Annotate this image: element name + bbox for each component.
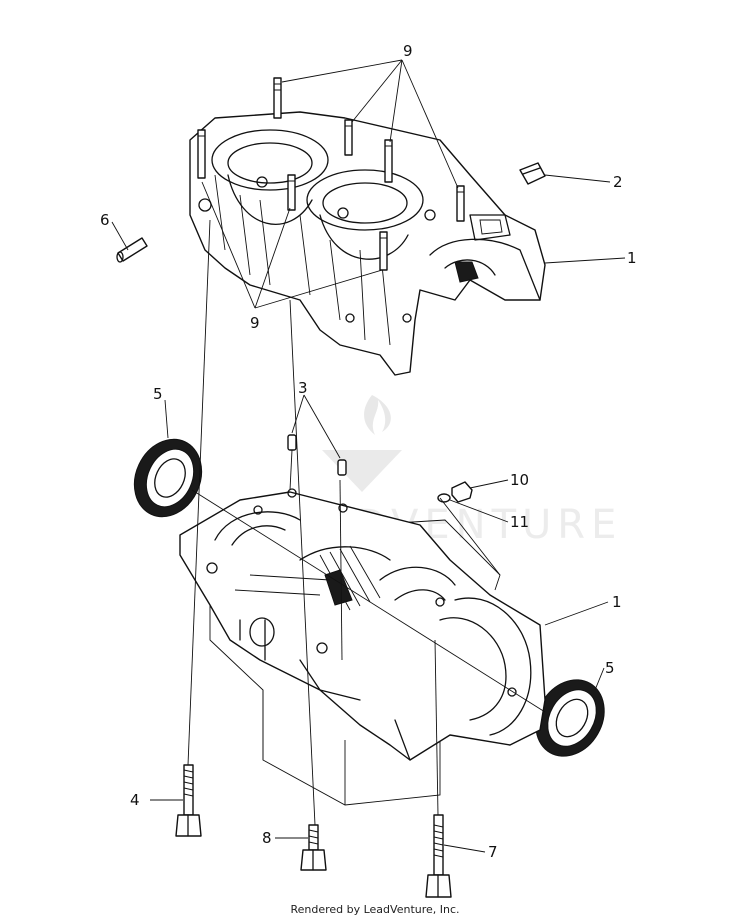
callout-8: 8 [262,829,272,847]
callout-1-lower: 1 [612,593,622,611]
assembly-lines [187,219,546,826]
bolt-7 [425,814,452,898]
bolt-4 [175,764,202,837]
oil-seal-left [133,438,203,518]
upper-crankcase [189,111,546,376]
callout-3: 3 [298,379,308,397]
callout-5-right: 5 [605,659,615,677]
dowel-pins [287,434,347,476]
callout-9-bottom: 9 [250,314,260,332]
studs [197,77,465,271]
oil-seal-right [535,679,605,757]
footer-credit: Rendered by LeadVenture, Inc. [290,903,460,916]
callout-10: 10 [510,471,529,489]
lower-crankcase [179,488,546,806]
callout-labels: 9 2 1 6 9 5 3 10 11 1 5 4 8 7 [100,42,637,861]
callout-7: 7 [488,843,498,861]
plug-bolt [437,481,473,503]
bolt-8 [300,824,327,871]
plug [519,162,546,185]
callout-9-top: 9 [403,42,413,60]
callout-6: 6 [100,211,110,229]
callout-11: 11 [510,513,529,531]
callout-5-left: 5 [153,385,163,403]
leader-lines [111,59,626,853]
callout-4: 4 [130,791,140,809]
callout-2: 2 [613,173,623,191]
callout-1-upper: 1 [627,249,637,267]
dowel-pin [116,237,148,263]
